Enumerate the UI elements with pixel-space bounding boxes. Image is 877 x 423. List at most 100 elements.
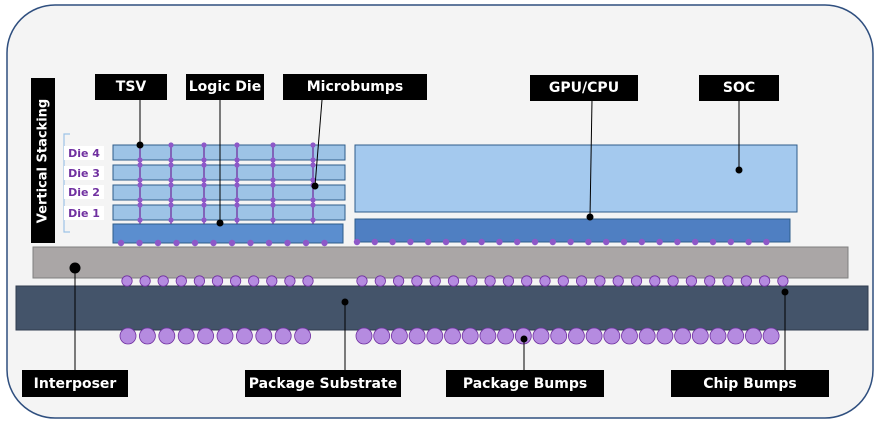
chip-bumps-label: Chip Bumps (671, 370, 829, 397)
die-1 (112, 204, 346, 221)
vertical-stacking-text: Vertical Stacking (35, 98, 51, 223)
microbump (763, 238, 770, 246)
tsv-dot (234, 142, 240, 148)
tsv-dot (310, 197, 316, 203)
microbump (321, 239, 328, 247)
package-bump (119, 327, 137, 345)
microbump (228, 239, 236, 247)
soc-block (354, 144, 798, 213)
tsv-dot (270, 177, 276, 183)
chip-bump (157, 275, 169, 287)
chip-bump (284, 275, 296, 287)
die-3-label: Die 3 (64, 166, 104, 180)
microbump (265, 239, 273, 247)
tsv-dot (270, 217, 276, 223)
microbump (136, 239, 143, 247)
package-bump (691, 327, 709, 345)
chip-bump (211, 275, 224, 287)
microbump (302, 239, 310, 247)
package-bump (444, 327, 461, 345)
tsv-label: TSV (95, 74, 167, 100)
microbump (603, 238, 610, 246)
tsv-dot (137, 157, 143, 163)
die-3 (112, 164, 346, 181)
tsv-dot (310, 177, 316, 183)
gpu-cpu-die (354, 218, 791, 243)
package-substrate (15, 285, 869, 331)
chip-bump (411, 275, 423, 287)
package-bump (497, 327, 515, 345)
tsv-dot (234, 162, 240, 168)
microbump (460, 238, 467, 246)
package-bump (158, 327, 176, 345)
tsv-dot (168, 157, 174, 163)
microbump (371, 238, 378, 246)
interposer-label: Interposer (22, 370, 128, 397)
chip-bump (392, 275, 405, 287)
package-bump (479, 327, 497, 345)
package-bump (390, 327, 408, 345)
pointer-lines (74, 99, 786, 371)
chip-bump (575, 275, 588, 287)
chip-bump (667, 275, 679, 287)
tsv-dot (234, 157, 240, 163)
microbump (620, 238, 628, 246)
tsv-dot (137, 162, 143, 168)
chip-bump (557, 275, 569, 287)
microbump (692, 238, 699, 246)
tsv-dot (137, 197, 143, 203)
microbump (549, 238, 556, 246)
tsv-dot (168, 162, 174, 168)
microbump (442, 238, 450, 246)
tsv-dot (270, 142, 276, 148)
tsv-dot (310, 157, 316, 163)
tsv-dot (168, 202, 174, 208)
die-4 (112, 144, 346, 161)
package-bump (274, 327, 292, 345)
package-bump (235, 327, 253, 345)
package-bump (461, 327, 479, 345)
chip-bump (193, 275, 205, 287)
chip-bumps (121, 275, 789, 287)
tsv-dot (201, 202, 207, 208)
chip-bump (248, 275, 260, 287)
package-substrate-label: Package Substrate (245, 370, 401, 397)
chip-bump (521, 275, 533, 287)
package-bump (727, 327, 745, 345)
tsv-dot (234, 197, 240, 203)
package-bump (674, 327, 691, 345)
package-bumps-label: Package Bumps (446, 370, 604, 397)
package-bump (585, 327, 603, 345)
tsv-dot (310, 142, 316, 148)
package-bump (745, 327, 762, 345)
microbump (656, 238, 663, 246)
microbump (638, 238, 645, 246)
tsv-dot (137, 217, 143, 223)
logic-die (112, 223, 344, 244)
microbump (284, 239, 291, 247)
chip-bump (649, 275, 661, 287)
tsv-dot (270, 182, 276, 188)
package-bump (197, 327, 215, 345)
tsv-dot (201, 142, 207, 148)
stack-bracket (63, 133, 70, 233)
package-bump (138, 327, 156, 345)
chip-bump (539, 275, 551, 287)
tsv-dot (137, 182, 143, 188)
package-bump (550, 327, 568, 345)
package-bump (177, 327, 195, 345)
chip-bump (594, 275, 606, 287)
tsv-dot (270, 157, 276, 163)
gpu-cpu-label: GPU/CPU (530, 75, 638, 101)
chip-bump (429, 275, 441, 287)
package-bump (656, 327, 674, 345)
microbump (247, 239, 254, 247)
package-bump (373, 327, 391, 345)
tsv-dot (234, 182, 240, 188)
package-bump (762, 327, 780, 345)
chip-bump (777, 275, 789, 287)
microbump (567, 238, 574, 246)
microbump (117, 239, 125, 247)
tsv-dot (201, 157, 207, 163)
chip-bump (121, 275, 133, 287)
